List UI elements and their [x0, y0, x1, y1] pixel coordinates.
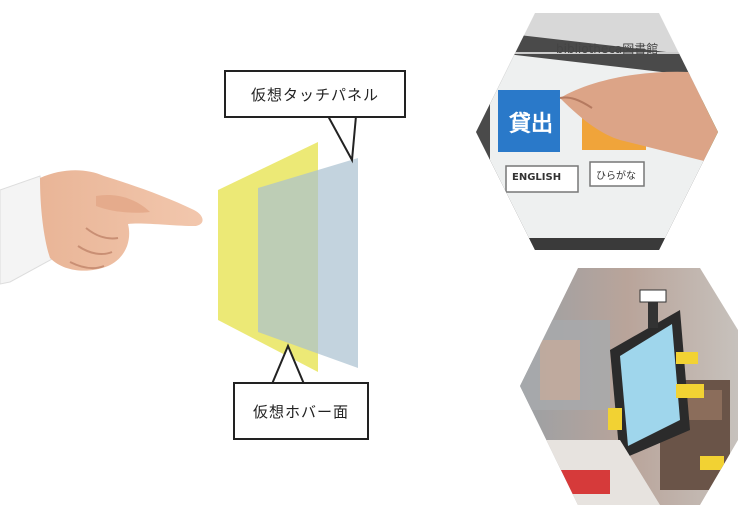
virtual-hover-plane-label: 仮想ホバー面 [233, 382, 369, 440]
virtual-touch-panel [258, 158, 358, 368]
loan-button-label: 貸出 [509, 112, 554, 137]
hiragana-button-label: ひらがな [596, 171, 636, 182]
hiragana-button[interactable] [589, 161, 645, 187]
kiosk-touchscreen-photo [476, 13, 718, 250]
english-button[interactable] [505, 165, 579, 193]
hover-plane-callout-tail [271, 343, 305, 385]
virtual-touch-panel-label: 仮想タッチパネル [224, 70, 406, 118]
self-service-kiosk-photo [520, 268, 738, 505]
pointing-hand-icon [0, 170, 203, 285]
loan-button[interactable] [498, 90, 560, 152]
english-button-label: ENGLISH [512, 172, 562, 183]
touch-panel-callout-tail [327, 115, 357, 164]
kiosk-brand-text: bibliotheca図書館 [556, 42, 659, 56]
